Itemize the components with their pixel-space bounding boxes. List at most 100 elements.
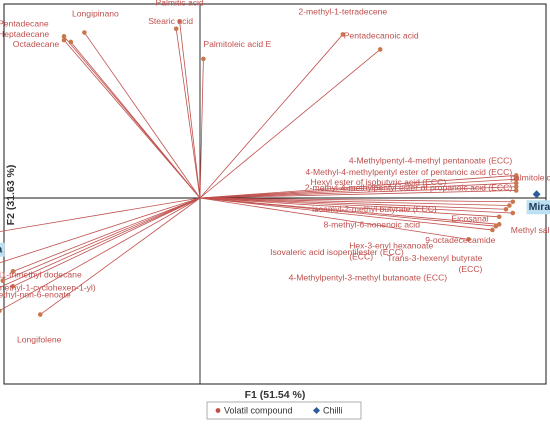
point-isoamyl-2-methyl-butyrate-ecc bbox=[510, 199, 516, 205]
point-4-methylpentyl-4-methyl-pentanoate-ecc bbox=[513, 173, 519, 178]
point-palmitic-acid bbox=[177, 18, 182, 24]
point-trans-3-hexenyl-butyrate-ecc bbox=[490, 227, 495, 233]
label-2-methyl-1-tetradecene: 2-methyl-1-tetradecene bbox=[298, 6, 387, 16]
label-longipinano: Longipinano bbox=[72, 9, 119, 19]
point-palmitoleic-acid-z bbox=[513, 188, 519, 193]
point-2-6-10-trimethyl-tetradecane bbox=[0, 308, 2, 314]
vector-isoamyl-2-methyl-butyrate-ecc bbox=[199, 197, 513, 203]
vector-pentadecanoic-acid bbox=[199, 49, 381, 199]
vector-tetracosan bbox=[0, 197, 201, 288]
legend-marker-chilli bbox=[312, 406, 321, 415]
point-hexyl-ester-of-isobutyric-acid-ecc bbox=[513, 180, 519, 186]
vector-heptadecane bbox=[63, 39, 201, 199]
label-isoamyl-2-methyl-butyrate-ecc: isoamyl-2-methyl butyrate (ECC) bbox=[312, 204, 437, 214]
point-stearic-acid bbox=[173, 26, 179, 32]
label-palmitic-acid: Palmitic acid bbox=[155, 0, 203, 7]
label-4-methyl-4-methylpentyl-ester-of-pentanoic-acid-ecc: 4-Methyl-4-methylpentyl ester of pentano… bbox=[305, 167, 512, 177]
point-2-6-11-trimethyl-dodecane bbox=[10, 269, 16, 274]
vector-4-methylpentyl-3-methyl-butanoate-ecc bbox=[199, 197, 469, 240]
vector-palmitoleic-acid-e bbox=[199, 58, 204, 199]
legend-label-volatil: Volatil compound bbox=[224, 406, 293, 416]
point-9-octadececamide bbox=[496, 214, 502, 220]
vector-eicosanal bbox=[199, 197, 510, 206]
vector-methyl-salicylate bbox=[199, 197, 513, 214]
label-heptadecane: Heptadecane bbox=[0, 29, 49, 39]
vector-2-methyl-4-methylpentyl-ester-of-propanoic-acid-ecc bbox=[199, 186, 517, 199]
point-4-methylpentyl-6-methyl-non-6-enoate bbox=[10, 284, 16, 289]
label-8-methyl-6-nonenoic-acid: 8-methyl-6-nonenoic acid bbox=[324, 219, 421, 229]
point-labels: LongipinanoPentadecaneHeptadecaneOctadec… bbox=[0, 0, 550, 345]
vector-palmitic-acid bbox=[179, 21, 201, 199]
label-4-methylpentyl-6-methyl-non-6-enoate: 4-Methylpentyl-6-methyl-non-6-enoate bbox=[0, 289, 71, 299]
vector-longifolene bbox=[39, 197, 201, 315]
vector-2-6-10-trimethyl-tetradecane bbox=[0, 197, 201, 311]
legend-marker-volatil bbox=[215, 408, 221, 413]
point-octadecane bbox=[68, 39, 74, 45]
label-trans-3-hexenyl-butyrate-ecc: Trans-3-hexenyl butyrate(ECC) bbox=[387, 253, 482, 274]
label-9-octadececamide: 9-octadececamide bbox=[425, 235, 495, 245]
loading-vectors bbox=[0, 21, 517, 315]
vector-2-methyl-1-tetradecene bbox=[199, 34, 344, 199]
label-hexyl-ester-of-isobutyric-acid-ecc: Hexyl ester of isobutyric acid (ECC) bbox=[311, 177, 447, 187]
label-pentadecane: Pentadecane bbox=[0, 18, 49, 28]
label-eicosanal: Eicosanal bbox=[451, 214, 488, 224]
vector-palmitoleic-acid-z bbox=[199, 190, 517, 199]
point-eicosanal bbox=[507, 203, 512, 208]
vector-n-pentadecylacetamide bbox=[0, 197, 201, 232]
point-2-methyl-1-tetradecene bbox=[340, 32, 346, 37]
vector-4-methylpentyl-6-methyl-non-6-enoate bbox=[12, 197, 201, 287]
x-axis-title: F1 (51.54 %) bbox=[245, 389, 306, 401]
legend-box bbox=[206, 401, 362, 420]
point-longipinano bbox=[82, 30, 87, 35]
point-pentadecane bbox=[61, 34, 67, 39]
vector-hexyl-ester-of-isobutyric-acid-ecc bbox=[199, 182, 517, 199]
vector-8-methyl-6-nonenoic-acid bbox=[199, 197, 507, 210]
point-4-methyl-4-methylpentyl-ester-of-pentanoic-acid-ecc bbox=[513, 176, 519, 182]
label-palmitoleic-acid-e: Palmitoleic acid E bbox=[203, 39, 271, 49]
point-heptadecane bbox=[61, 37, 67, 43]
data-points bbox=[0, 18, 541, 317]
vector-isovaleric-acid-isopentilester-ecc bbox=[199, 197, 496, 227]
label-2-6-11-trimethyl-dodecane: 2,6,11-trimethyl dodecane bbox=[0, 269, 82, 279]
point-8-methyl-6-nonenoic-acid bbox=[503, 206, 509, 212]
vector-3-buten-2-one-4-2-6-6-trimethyl-1-cyclohexen-1-yl bbox=[2, 197, 201, 282]
point-4-methylpentyl-3-methyl-butanoate-ecc bbox=[466, 237, 471, 242]
group-label-mirasol: Mirasol bbox=[529, 201, 550, 213]
group-label-chilpaya: Chilpaya bbox=[0, 244, 2, 256]
label-3-buten-2-one-4-2-6-6-trimethyl-1-cyclohexen-1-yl: 3-buten-2-one-4-(2,6,6-trimethyl-1-cyclo… bbox=[0, 283, 96, 293]
vector-eicosano bbox=[0, 197, 201, 264]
point-isovaleric-acid-isopentilester-ecc bbox=[493, 223, 499, 229]
label-hex-3-enyl-hexanoate-ecc: Hex-3-enyl hexanoate(ECC) bbox=[349, 240, 433, 261]
label-methyl-salicylate: Methyl salicylate bbox=[511, 225, 550, 235]
label-palmitoleic-acid-z: palmitoleic acid Z bbox=[510, 172, 550, 182]
vector-stearic-acid bbox=[175, 28, 201, 199]
vector-octadecane bbox=[70, 41, 201, 199]
legend: Volatil compound Chilli bbox=[206, 401, 362, 420]
y-axis-title: F2 (31.63 %) bbox=[5, 165, 17, 226]
label-octadecane: Octadecane bbox=[13, 39, 60, 49]
point-methyl-salicylate bbox=[510, 210, 516, 216]
vector-longipinano bbox=[84, 32, 201, 199]
vector-9-octadececamide bbox=[199, 197, 500, 218]
label-stearic-acid: Stearic acid bbox=[148, 16, 193, 26]
point-longifolene bbox=[37, 312, 43, 317]
point-3-buten-2-one-4-2-6-6-trimethyl-1-cyclohexen-1-yl bbox=[0, 278, 6, 284]
legend-label-chilli: Chilli bbox=[323, 406, 343, 416]
point-palmitoleic-acid-e bbox=[201, 56, 206, 62]
plot-area bbox=[3, 3, 547, 385]
vector-2-6-11-trimethyl-dodecane bbox=[12, 197, 201, 272]
group-marker-mirasol bbox=[532, 190, 541, 199]
label-longifolene: Longifolene bbox=[17, 335, 62, 345]
point-pentadecanoic-acid bbox=[377, 47, 383, 52]
group-label-bg-mirasol bbox=[526, 200, 550, 215]
label-pentadecanoic-acid: Pentadecanoic acid bbox=[344, 30, 419, 40]
point-2-methyl-4-methylpentyl-ester-of-propanoic-acid-ecc bbox=[513, 184, 519, 190]
label-4-methylpentyl-4-methyl-pentanoate-ecc: 4-Methylpentyl-4-methyl pentanoate (ECC) bbox=[349, 155, 512, 165]
group-label-bg-chilpaya bbox=[0, 242, 5, 257]
vector-4-methyl-4-methylpentyl-ester-of-pentanoic-acid-ecc bbox=[199, 178, 517, 199]
point-hex-3-enyl-hexanoate-ecc bbox=[496, 222, 502, 227]
label-2-methyl-4-methylpentyl-ester-of-propanoic-acid-ecc: 2-methyl-4-methylpentyl ester of propano… bbox=[305, 183, 512, 193]
vector-trans-3-hexenyl-butyrate-ecc bbox=[199, 197, 493, 231]
label-4-methylpentyl-3-methyl-butanoate-ecc: 4-Methylpentyl-3-methyl butanoate (ECC) bbox=[289, 272, 448, 282]
